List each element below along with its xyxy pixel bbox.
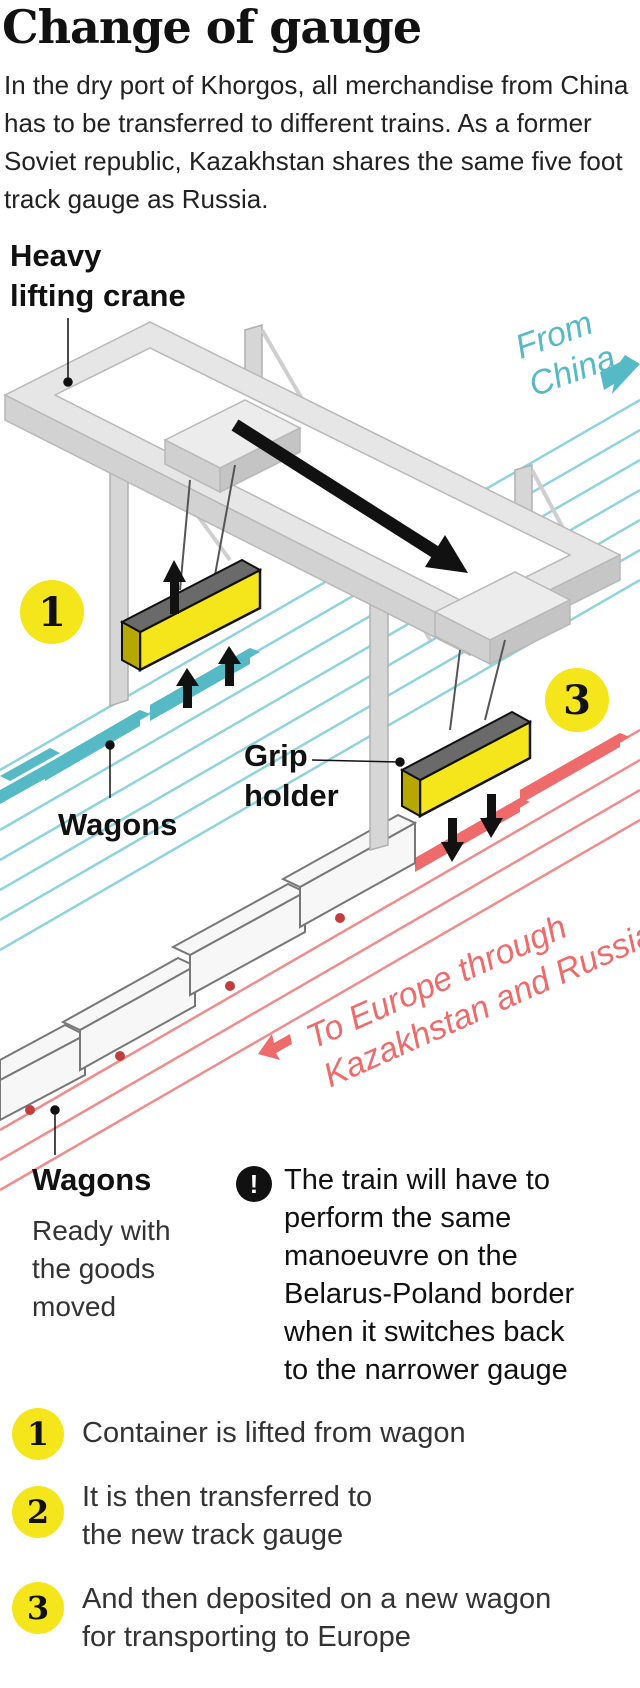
to-europe-arrow xyxy=(258,1034,292,1060)
step-badge-3: 3 xyxy=(545,668,609,732)
crane-label-line: lifting crane xyxy=(10,278,186,313)
border-note: The train will have to perform the same … xyxy=(284,1161,634,1389)
step-item-3: 3 And then deposited on a new wagon for … xyxy=(12,1582,551,1653)
from-china-arrow xyxy=(600,355,640,394)
lift-arrows xyxy=(163,560,503,862)
note-line: to the narrower gauge xyxy=(284,1354,568,1386)
note-line: Belarus-Poland border xyxy=(284,1278,575,1310)
yellow-container-3 xyxy=(399,710,533,819)
note-line: when it switches back xyxy=(284,1316,565,1348)
wagons-label-bottom: Wagons xyxy=(32,1162,152,1197)
step-line: And then deposited on a new wagon xyxy=(82,1583,552,1615)
wagons-bottom-line: Ready with xyxy=(32,1215,171,1246)
step-line: Container is lifted from wagon xyxy=(82,1417,466,1449)
step-badge-1: 1 xyxy=(20,580,84,644)
grip-holder-label: Grip holder xyxy=(244,736,339,816)
blue-wagons xyxy=(0,648,260,804)
step-item-2: 2 It is then transferred to the new trac… xyxy=(12,1481,372,1551)
grip-holder-line: Grip xyxy=(244,738,308,773)
step-number-1: 1 xyxy=(12,1408,64,1460)
step-line: the new track gauge xyxy=(82,1519,344,1551)
step-item-1: 1 Container is lifted from wagon xyxy=(12,1408,466,1460)
crane-label-line: Heavy xyxy=(10,238,102,273)
yellow-container-1 xyxy=(119,558,263,673)
step-number-2: 2 xyxy=(12,1486,64,1538)
wagons-bottom-line: the goods xyxy=(32,1253,155,1284)
grip-holder-line: holder xyxy=(244,778,339,813)
note-line: The train will have to xyxy=(284,1164,550,1196)
cables xyxy=(179,464,506,731)
intro-text: In the dry port of Khorgos, all merchand… xyxy=(4,70,629,214)
note-line: perform the same xyxy=(284,1202,512,1234)
page-title: Change of gauge xyxy=(2,0,422,54)
step-line: for transporting to Europe xyxy=(82,1621,411,1653)
wagons-bottom-line: moved xyxy=(32,1291,117,1322)
step-text-1: Container is lifted from wagon xyxy=(82,1414,640,1452)
leader-lines xyxy=(50,318,405,1155)
step-line: It is then transferred to xyxy=(82,1481,373,1513)
step-text-2: It is then transferred to the new track … xyxy=(82,1478,640,1554)
transfer-arrow xyxy=(231,419,468,573)
exclamation-icon: ! xyxy=(236,1166,272,1202)
container-wheels xyxy=(25,913,345,1115)
crane-label: Heavy lifting crane xyxy=(10,236,186,316)
step-number-3: 3 xyxy=(12,1582,64,1634)
trolleys xyxy=(163,399,572,666)
step-text-3: And then deposited on a new wagon for tr… xyxy=(82,1580,640,1656)
wagons-label-top: Wagons xyxy=(58,807,178,842)
note-line: manoeuvre on the xyxy=(284,1240,518,1272)
white-containers xyxy=(0,813,418,1122)
wagons-bottom-description: Ready with the goods moved xyxy=(32,1212,171,1326)
